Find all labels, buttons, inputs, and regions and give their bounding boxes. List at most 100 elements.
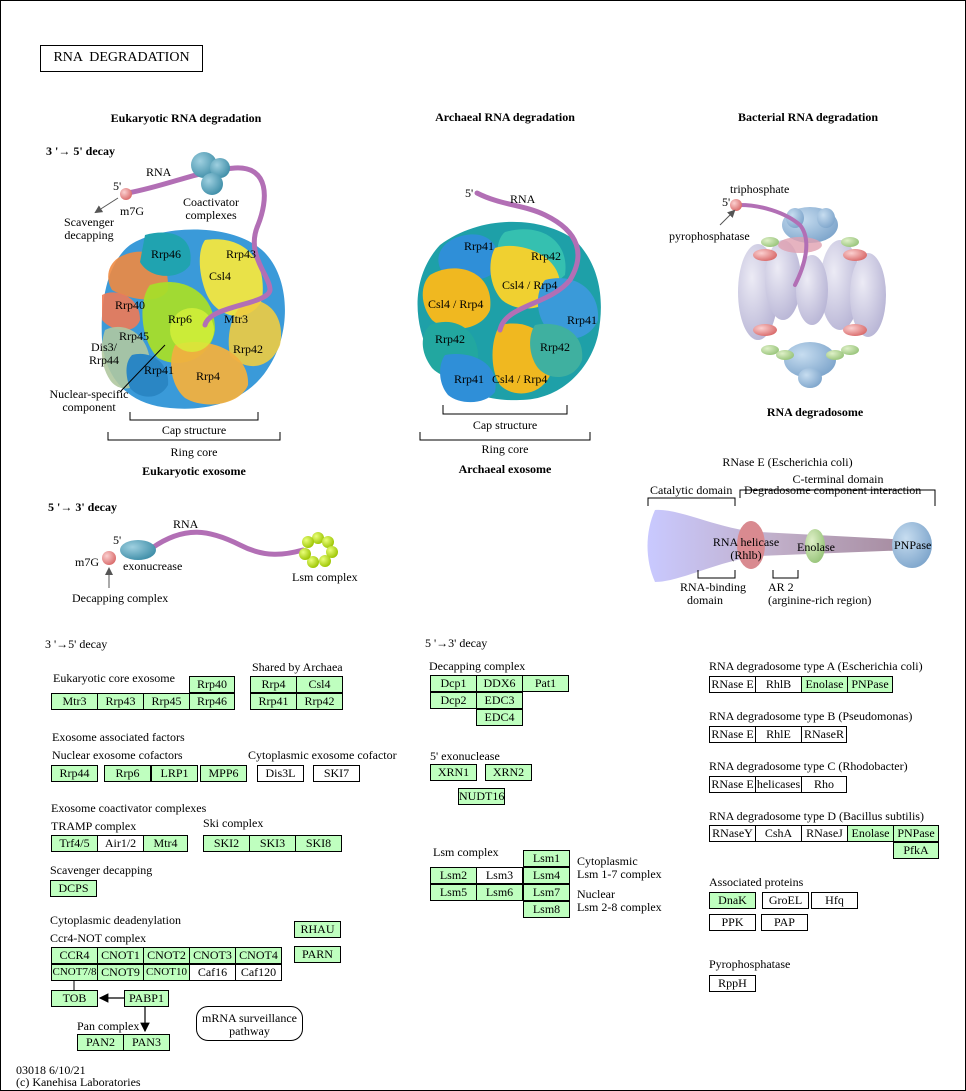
gene-rrp6[interactable]: Rrp6: [104, 765, 151, 782]
arch-ring-core-label: Ring core: [481, 442, 529, 456]
gene-cnot4[interactable]: CNOT4: [235, 947, 282, 964]
gene-rrp43[interactable]: Rrp43: [97, 693, 144, 710]
gene-d-rnasey[interactable]: RNaseY: [709, 825, 756, 842]
arch-csl4-b-label: Csl4 / Rrp4: [502, 278, 558, 292]
gene-dnak[interactable]: DnaK: [709, 892, 756, 909]
gene-cnot10[interactable]: CNOT10: [143, 964, 190, 981]
gene-pap[interactable]: PAP: [761, 914, 808, 931]
gene-rrp40[interactable]: Rrp40: [189, 676, 235, 693]
type-a-label: RNA degradosome type A (Escherichia coli…: [709, 659, 923, 673]
mrna-surveillance-link[interactable]: mRNA surveillance pathway: [196, 1006, 303, 1041]
gene-parn[interactable]: PARN: [294, 946, 341, 963]
gene-ski2[interactable]: SKI2: [203, 835, 250, 852]
gene-mpp6[interactable]: MPP6: [200, 765, 247, 782]
gene-ddx6[interactable]: DDX6: [476, 675, 523, 692]
decapping-complex-label: Decapping complex: [429, 659, 526, 673]
gene-rrp44[interactable]: Rrp44: [51, 765, 98, 782]
gene-lsm7[interactable]: Lsm7: [523, 884, 570, 901]
gene-ski3[interactable]: SKI3: [249, 835, 296, 852]
gene-rrp41[interactable]: Rrp41: [250, 693, 297, 710]
gene-mtr4[interactable]: Mtr4: [143, 835, 188, 852]
gene-ppk[interactable]: PPK: [709, 914, 756, 931]
gene-b-rnase-e[interactable]: RNase E: [709, 726, 756, 743]
gene-ski7[interactable]: SKI7: [313, 765, 360, 782]
gene-lsm8[interactable]: Lsm8: [523, 901, 570, 918]
scavenger-decapping-label: Scavenger decapping: [64, 215, 114, 242]
euk-rrp46-label: Rrp46: [151, 247, 181, 261]
gene-cnot1[interactable]: CNOT1: [97, 947, 144, 964]
ar2-bracket: [772, 570, 799, 579]
gene-d-rnasej[interactable]: RNaseJ: [801, 825, 848, 842]
gene-rrp46[interactable]: Rrp46: [189, 693, 235, 710]
gene-d-enolase[interactable]: Enolase: [847, 825, 894, 842]
arch-cap-bracket: [442, 405, 568, 415]
gene-a-pnpase[interactable]: PNPase: [847, 676, 893, 693]
gene-pat1[interactable]: Pat1: [522, 675, 569, 692]
gene-caf120[interactable]: Caf120: [235, 964, 282, 981]
gene-cnot3[interactable]: CNOT3: [189, 947, 236, 964]
gene-a-enolase[interactable]: Enolase: [801, 676, 848, 693]
gene-lsm3[interactable]: Lsm3: [476, 867, 523, 884]
gene-pan2[interactable]: PAN2: [77, 1034, 124, 1051]
gene-lsm2[interactable]: Lsm2: [430, 867, 477, 884]
gene-hfq[interactable]: Hfq: [811, 892, 858, 909]
ctd-bracket: [739, 489, 936, 506]
gene-d-pfka[interactable]: PfkA: [893, 842, 939, 859]
gene-dcp1[interactable]: Dcp1: [430, 675, 477, 692]
m7g-icon: [102, 551, 116, 565]
gene-mtr3[interactable]: Mtr3: [51, 693, 98, 710]
gene-air12[interactable]: Air1/2: [97, 835, 144, 852]
gene-dcps[interactable]: DCPS: [50, 880, 97, 897]
euk-rrp42-label: Rrp42: [233, 342, 263, 356]
euk-mtr3-label: Mtr3: [224, 312, 248, 326]
gene-cnot9[interactable]: CNOT9: [97, 964, 144, 981]
gene-tob[interactable]: TOB: [51, 990, 98, 1007]
gene-nudt16[interactable]: NUDT16: [458, 788, 505, 805]
gene-caf16[interactable]: Caf16: [189, 964, 236, 981]
gene-edc3[interactable]: EDC3: [476, 692, 523, 709]
rna-degradosome-title: RNA degradosome: [766, 405, 864, 419]
gene-lsm4[interactable]: Lsm4: [523, 867, 570, 884]
gene-rrp4[interactable]: Rrp4: [250, 676, 297, 693]
gene-pan3[interactable]: PAN3: [123, 1034, 170, 1051]
gene-lrp1[interactable]: LRP1: [151, 765, 198, 782]
gene-pabp1[interactable]: PABP1: [124, 990, 169, 1007]
gene-lsm1[interactable]: Lsm1: [523, 850, 570, 867]
gene-lsm6[interactable]: Lsm6: [476, 884, 523, 901]
gene-lsm5[interactable]: Lsm5: [430, 884, 477, 901]
ski-complex-label: Ski complex: [203, 816, 264, 830]
gene-d-pnpase[interactable]: PNPase: [893, 825, 939, 842]
gene-cnot78[interactable]: CNOT7/8: [51, 964, 98, 981]
gene-c-helicases[interactable]: helicases: [755, 776, 802, 793]
gene-c-rho[interactable]: Rho: [801, 776, 847, 793]
gene-dis3l[interactable]: Dis3L: [257, 765, 304, 782]
gene-rrp45[interactable]: Rrp45: [143, 693, 190, 710]
euk-rrp41-label: Rrp41: [144, 363, 174, 377]
gene-groel[interactable]: GroEL: [762, 892, 809, 909]
gene-b-rhle[interactable]: RhlE: [755, 726, 802, 743]
gene-edc4[interactable]: EDC4: [476, 709, 523, 726]
gene-rrp42[interactable]: Rrp42: [296, 693, 343, 710]
gene-b-rnaser[interactable]: RNaseR: [801, 726, 847, 743]
pyrophosphatase-section-label: Pyrophosphatase: [709, 957, 791, 971]
euk-m7g-label: m7G: [120, 204, 144, 218]
rna-helicase-label: RNA helicase (Rhlb): [712, 535, 780, 562]
gene-xrn2[interactable]: XRN2: [485, 764, 532, 781]
eukaryotic-exosome-title: Eukaryotic exosome: [142, 464, 246, 478]
gene-a-rhlb[interactable]: RhlB: [755, 676, 802, 693]
arch-5prime-label: 5': [465, 186, 474, 200]
gene-xrn1[interactable]: XRN1: [430, 764, 477, 781]
gene-a-rnase-e[interactable]: RNase E: [709, 676, 756, 693]
gene-csl4[interactable]: Csl4: [296, 676, 343, 693]
gene-d-csha[interactable]: CshA: [755, 825, 802, 842]
gene-trf45[interactable]: Trf4/5: [51, 835, 98, 852]
gene-cnot2[interactable]: CNOT2: [143, 947, 190, 964]
gene-ccr4[interactable]: CCR4: [51, 947, 98, 964]
gene-ski8[interactable]: SKI8: [295, 835, 342, 852]
gene-rhau[interactable]: RHAU: [294, 921, 341, 938]
gene-dcp2[interactable]: Dcp2: [430, 692, 477, 709]
gene-rpph[interactable]: RppH: [709, 975, 756, 992]
scavenger-decapping-section-label: Scavenger decapping: [50, 863, 153, 877]
gene-c-rnase-e[interactable]: RNase E: [709, 776, 756, 793]
